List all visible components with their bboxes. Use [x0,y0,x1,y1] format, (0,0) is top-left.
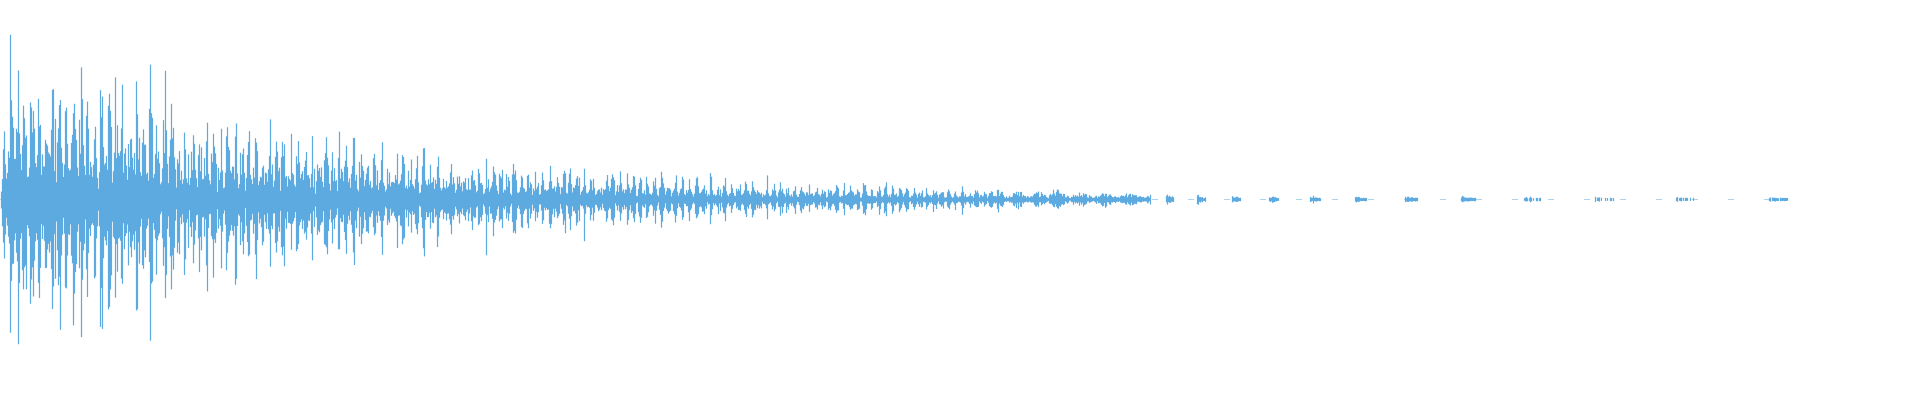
waveform-bars [0,34,1795,345]
waveform-path [0,34,1789,345]
